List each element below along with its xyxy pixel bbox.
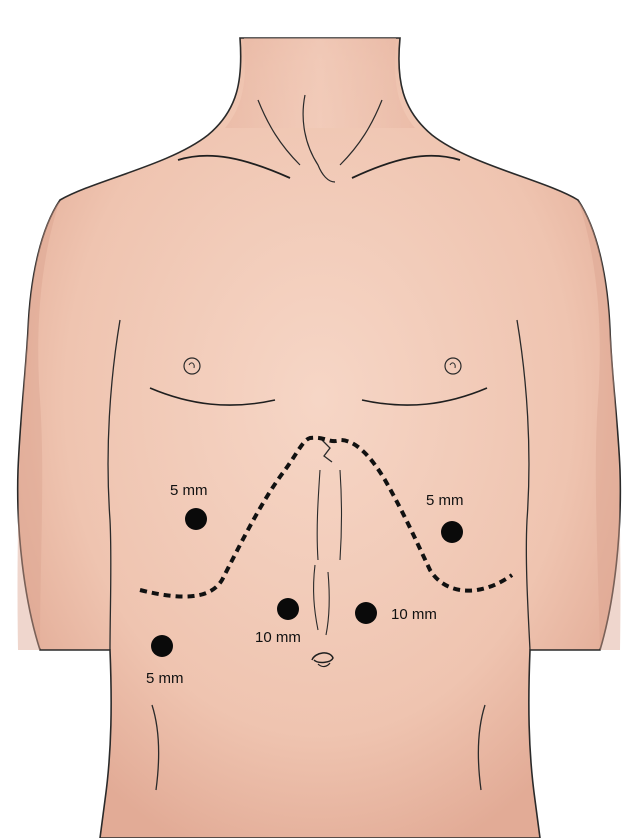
port-marker [441,521,463,543]
port-marker [355,602,377,624]
port-marker [185,508,207,530]
port-label: 5 mm [146,670,184,687]
port-marker [277,598,299,620]
port-marker [151,635,173,657]
port-label: 10 mm [391,606,437,623]
port-label: 10 mm [255,629,301,646]
port-label: 5 mm [426,492,464,509]
neck-shading [225,38,415,128]
port-label: 5 mm [170,482,208,499]
